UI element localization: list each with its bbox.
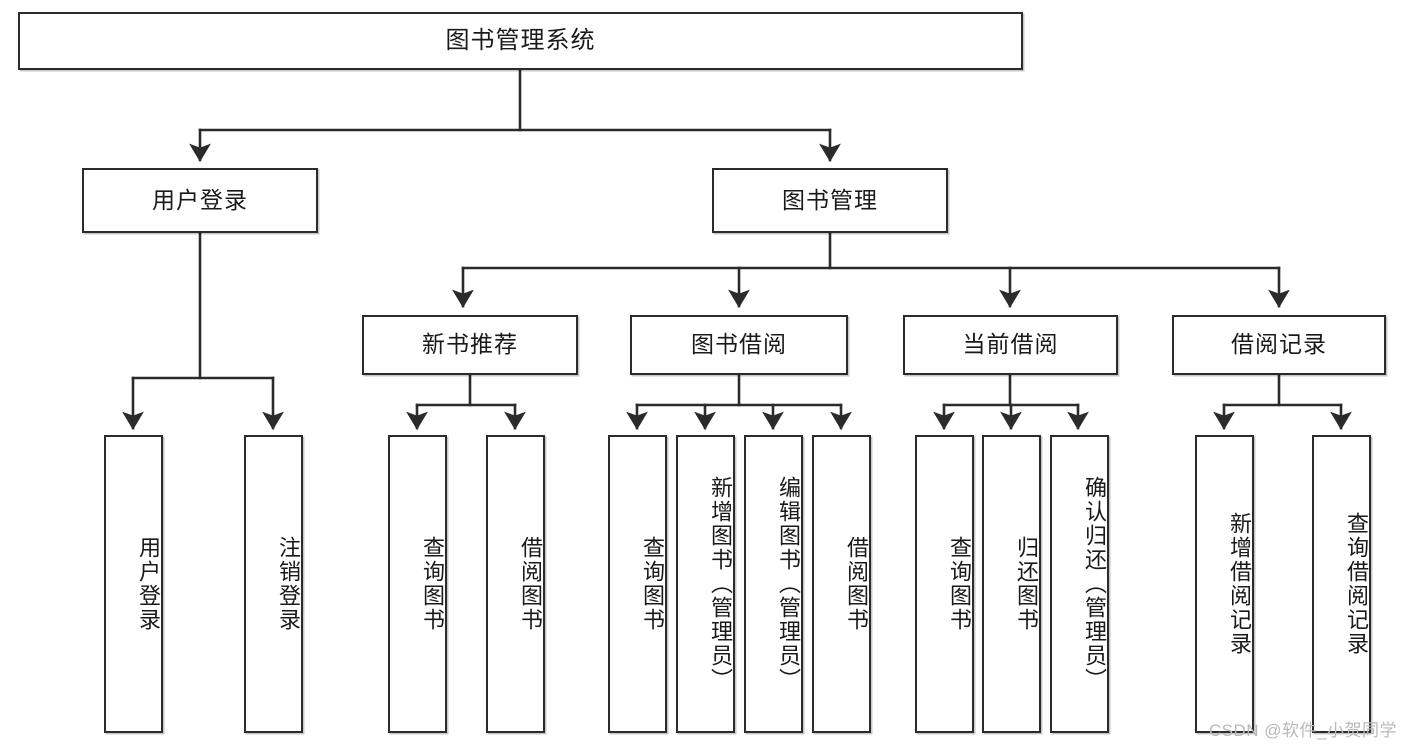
node-leaf-edit-book-label: 编辑图书（管理员）	[776, 476, 801, 692]
node-leaf-query-record[interactable]: 查询借阅记录	[1312, 435, 1371, 733]
node-leaf-query-book-2-label: 查询图书	[640, 536, 665, 632]
node-leaf-add-record[interactable]: 新增借阅记录	[1195, 435, 1254, 733]
node-leaf-confirm-return-label: 确认归还（管理员）	[1082, 476, 1107, 692]
node-leaf-logout-login-label: 注销登录	[276, 536, 301, 632]
node-leaf-query-book-2[interactable]: 查询图书	[608, 435, 667, 733]
node-leaf-query-book-1[interactable]: 查询图书	[388, 435, 447, 733]
node-leaf-query-book-3[interactable]: 查询图书	[915, 435, 974, 733]
node-leaf-borrow-book-2-label: 借阅图书	[844, 536, 869, 632]
node-leaf-edit-book[interactable]: 编辑图书（管理员）	[744, 435, 803, 733]
node-current-borrow[interactable]: 当前借阅	[903, 315, 1118, 375]
node-leaf-return-book[interactable]: 归还图书	[982, 435, 1041, 733]
node-leaf-query-record-label: 查询借阅记录	[1344, 512, 1369, 656]
node-leaf-borrow-book-1-label: 借阅图书	[518, 536, 543, 632]
node-leaf-borrow-book-2[interactable]: 借阅图书	[812, 435, 871, 733]
node-user-login[interactable]: 用户登录	[82, 168, 318, 233]
watermark-text: CSDN @软件_小贺同学	[1208, 721, 1397, 740]
node-new-book-recommend[interactable]: 新书推荐	[362, 315, 578, 375]
node-leaf-logout-login[interactable]: 注销登录	[244, 435, 303, 733]
node-leaf-borrow-book-1[interactable]: 借阅图书	[486, 435, 545, 733]
node-book-borrow[interactable]: 图书借阅	[630, 315, 848, 375]
node-root-system[interactable]: 图书管理系统	[18, 12, 1023, 70]
node-leaf-query-book-1-label: 查询图书	[420, 536, 445, 632]
node-leaf-add-book-label: 新增图书（管理员）	[708, 476, 733, 692]
node-leaf-user-login[interactable]: 用户登录	[104, 435, 163, 733]
node-leaf-add-record-label: 新增借阅记录	[1227, 512, 1252, 656]
node-leaf-add-book[interactable]: 新增图书（管理员）	[676, 435, 735, 733]
node-borrow-record[interactable]: 借阅记录	[1172, 315, 1386, 375]
node-leaf-confirm-return[interactable]: 确认归还（管理员）	[1050, 435, 1109, 733]
node-leaf-user-login-label: 用户登录	[136, 536, 161, 632]
node-leaf-return-book-label: 归还图书	[1014, 536, 1039, 632]
node-leaf-query-book-3-label: 查询图书	[947, 536, 972, 632]
node-book-manage[interactable]: 图书管理	[712, 168, 948, 233]
